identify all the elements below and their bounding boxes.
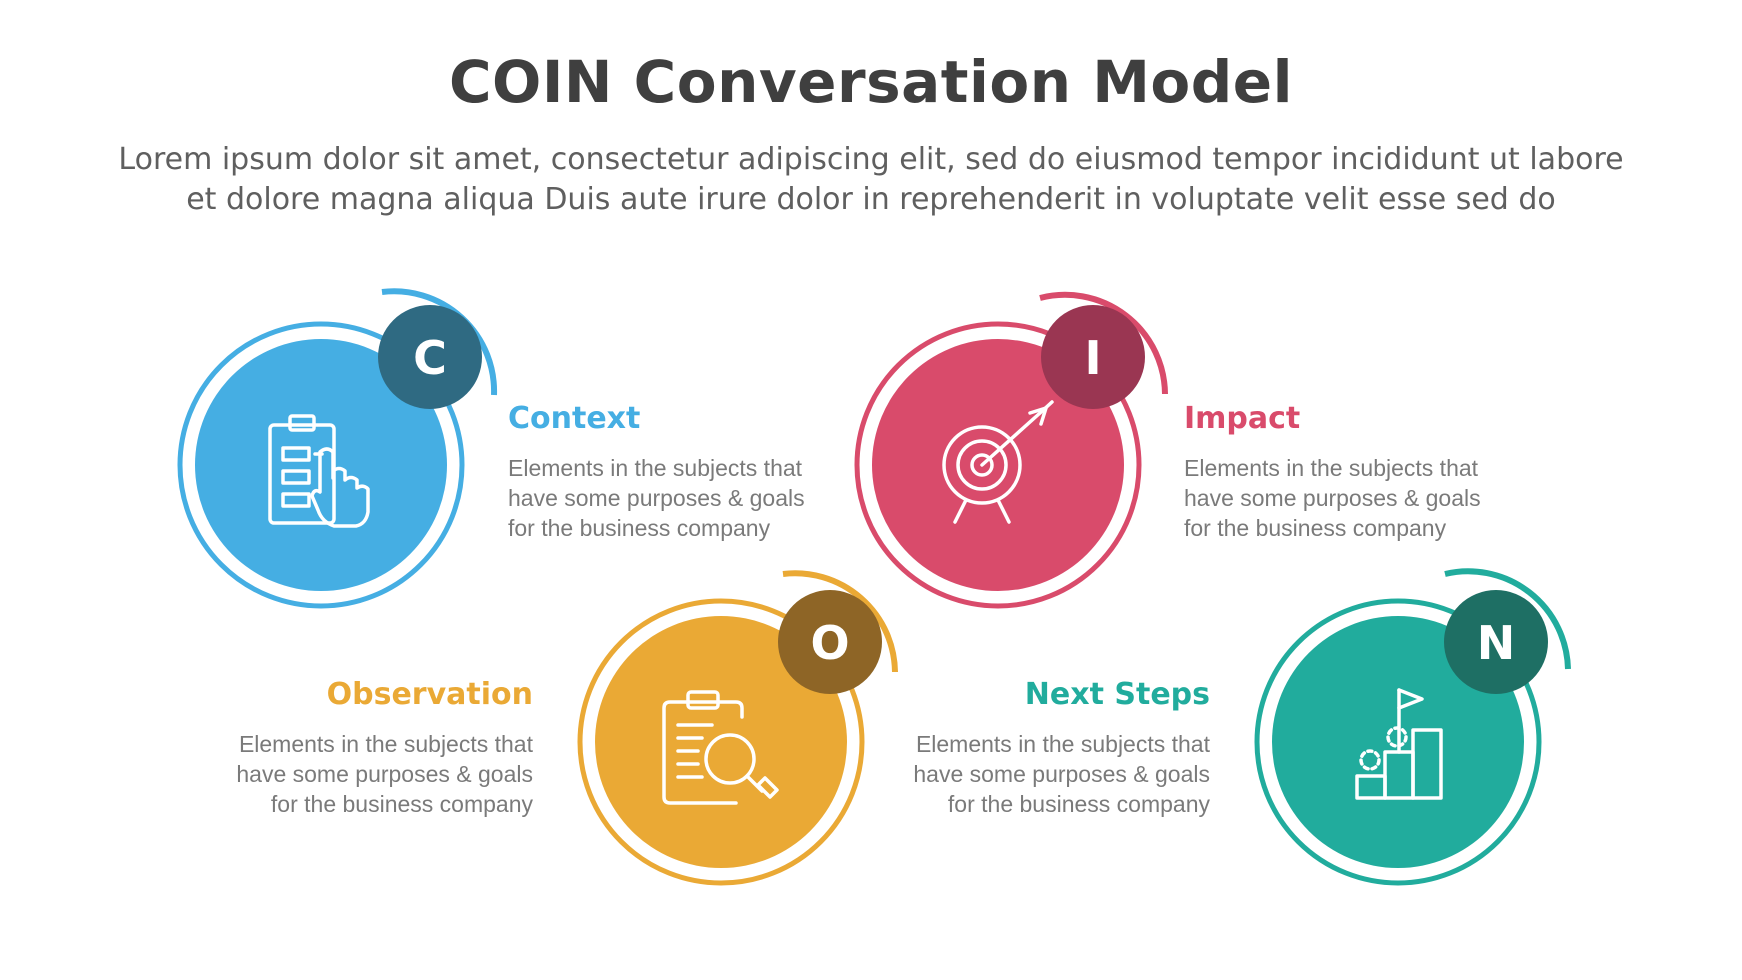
next-steps-arc xyxy=(1444,568,1571,670)
target-arrow-icon xyxy=(942,400,1054,524)
next-steps-letter: N xyxy=(1477,616,1516,670)
impact-desc-line-2: have some purposes & goals xyxy=(1184,485,1481,511)
impact-outer-ring xyxy=(854,321,1142,609)
impact-desc-line-3: for the business company xyxy=(1184,515,1447,541)
next-steps-desc-line-2: have some purposes & goals xyxy=(913,761,1210,787)
observation-desc-line-1: Elements in the subjects that xyxy=(238,731,533,757)
coin-circle-impact: I xyxy=(854,291,1168,609)
observation-title: Observation xyxy=(326,677,533,712)
next-steps-desc-line-1: Elements in the subjects that xyxy=(915,731,1210,757)
coin-circle-observation: O xyxy=(577,570,898,886)
context-title: Context xyxy=(508,401,641,436)
next-steps-description: Elements in the subjects that have some … xyxy=(880,729,1210,819)
impact-disc xyxy=(872,339,1124,591)
observation-desc-line-2: have some purposes & goals xyxy=(236,761,533,787)
observation-disc xyxy=(595,616,847,868)
impact-letter-badge xyxy=(1041,305,1145,409)
next-steps-outer-ring xyxy=(1254,598,1542,886)
page-title: COIN Conversation Model xyxy=(448,48,1294,116)
context-letter-badge xyxy=(378,305,482,409)
context-outer-ring xyxy=(177,321,465,609)
impact-arc xyxy=(1039,291,1168,395)
clipboard-hand-icon xyxy=(268,414,370,528)
observation-letter-badge xyxy=(778,590,882,694)
coin-circle-next-steps: N xyxy=(1254,568,1571,886)
subtitle-line-2: et dolore magna aliqua Duis aute irure d… xyxy=(186,182,1556,217)
observation-description: Elements in the subjects that have some … xyxy=(203,729,533,819)
observation-desc-line-3: for the business company xyxy=(270,791,533,817)
context-desc-line-1: Elements in the subjects that xyxy=(508,455,803,481)
coin-circle-context: C xyxy=(177,288,498,609)
next-steps-desc-line-3: for the business company xyxy=(947,791,1210,817)
context-letter: C xyxy=(413,331,447,385)
impact-description: Elements in the subjects that have some … xyxy=(1184,453,1514,543)
context-desc-line-2: have some purposes & goals xyxy=(508,485,805,511)
next-steps-title: Next Steps xyxy=(1024,677,1210,712)
steps-flag-icon xyxy=(1355,688,1443,800)
context-desc-line-3: for the business company xyxy=(508,515,771,541)
impact-desc-line-1: Elements in the subjects that xyxy=(1184,455,1479,481)
page-subtitle: Lorem ipsum dolor sit amet, consectetur … xyxy=(80,140,1662,220)
observation-letter: O xyxy=(810,616,849,670)
impact-letter: I xyxy=(1084,331,1101,385)
impact-title: Impact xyxy=(1184,401,1301,436)
next-steps-letter-badge xyxy=(1444,590,1548,694)
subtitle-line-1: Lorem ipsum dolor sit amet, consectetur … xyxy=(118,142,1624,177)
context-description: Elements in the subjects that have some … xyxy=(508,453,838,543)
clipboard-magnifier-icon xyxy=(662,690,779,805)
observation-outer-ring xyxy=(577,598,865,886)
observation-arc xyxy=(782,570,898,673)
